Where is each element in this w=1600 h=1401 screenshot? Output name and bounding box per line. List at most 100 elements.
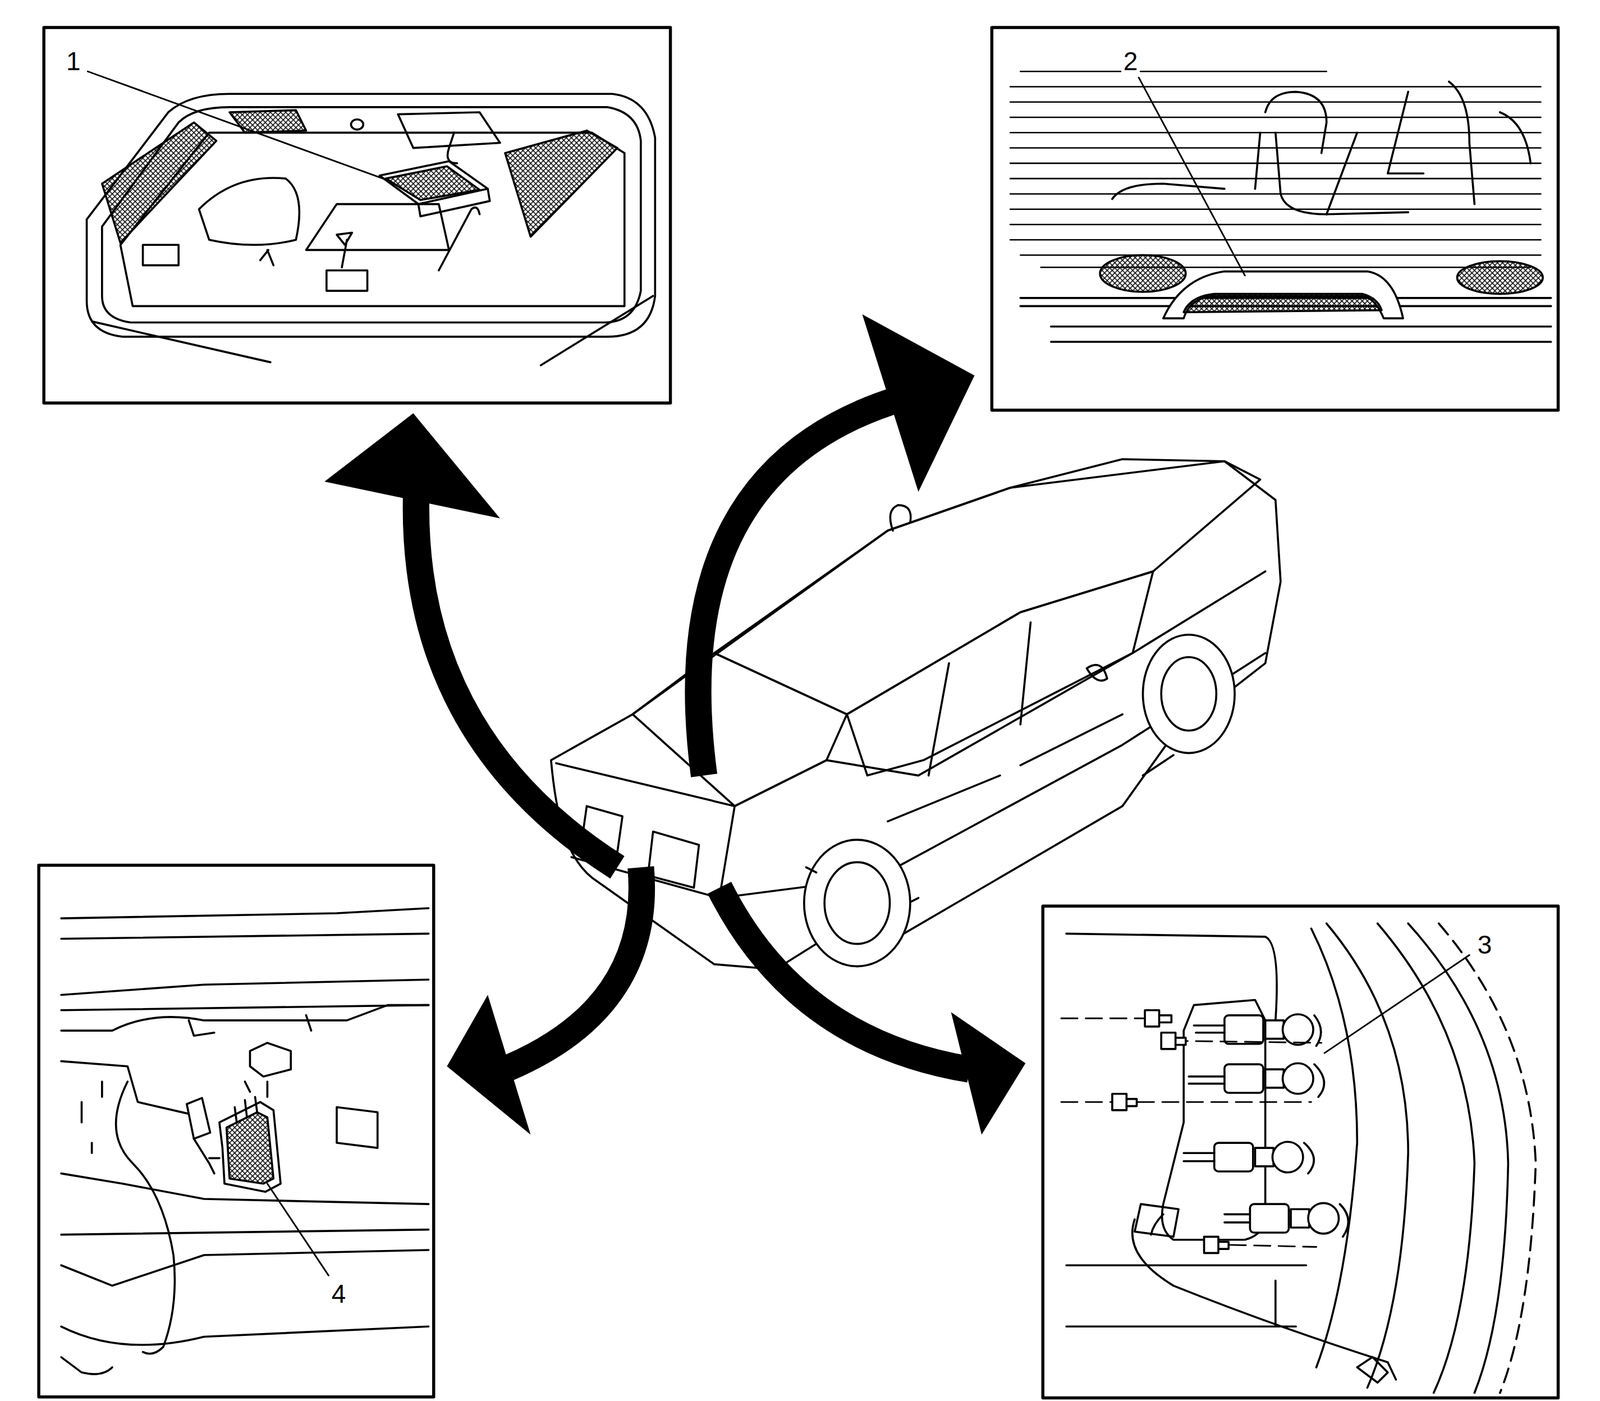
tail-lamp-assembly <box>1265 1069 1285 1088</box>
trunk-lid-area <box>61 908 429 1374</box>
tail-lamp-assembly <box>1310 928 1357 1368</box>
vehicle-drawing <box>928 622 1031 776</box>
vehicle-drawing <box>877 754 1174 919</box>
overhead-console <box>305 204 449 251</box>
leader-line <box>1138 77 1245 276</box>
trunk-lid-area <box>61 1356 113 1374</box>
tail-lamp-assembly <box>1204 1236 1230 1253</box>
overhead-console <box>397 112 501 149</box>
tail-lamp-assembly <box>1229 1244 1317 1248</box>
arrow-heads <box>951 1011 1026 1135</box>
tail-lamp-assembly <box>1282 1062 1314 1094</box>
tail-lamp-assembly <box>1112 1010 1229 1254</box>
callout-number: 1 <box>63 47 84 76</box>
vehicle-drawing <box>648 831 700 888</box>
vehicle-drawing <box>734 571 1265 806</box>
trunk-lid-area <box>234 1096 258 1122</box>
callout-number: 3 <box>1475 930 1495 959</box>
leader-line <box>1138 77 1245 276</box>
trunk-lid-area <box>244 1081 268 1097</box>
tail-lamp-assembly <box>1326 923 1409 1388</box>
tail-lamp-assembly <box>1161 1032 1186 1049</box>
callout-number: 2 <box>1121 47 1141 76</box>
overhead-console <box>102 122 217 244</box>
vehicle-drawing <box>1142 634 1235 754</box>
rear-window-and-shelf <box>1163 271 1404 319</box>
tail-lamp-assembly <box>1061 1017 1145 1020</box>
rear-window-and-shelf <box>1183 294 1382 313</box>
overhead-console <box>447 132 458 164</box>
arrow-heads <box>862 314 975 492</box>
leader-line <box>87 71 386 180</box>
tail-lamp-assembly <box>1214 1014 1340 1234</box>
trunk-lid-area <box>188 1015 311 1036</box>
overhead-console <box>336 232 352 268</box>
tail-lamp-assembly <box>1183 1025 1250 1223</box>
trunk-lid-area <box>219 1101 281 1192</box>
tail-lamp-assembly <box>1224 1064 1264 1093</box>
tail-lamp-assembly <box>1408 923 1508 1393</box>
trunk-lid-area <box>116 1081 176 1354</box>
tail-lamp-assembly <box>1282 1014 1314 1045</box>
tail-lamp-assembly <box>1137 1101 1311 1103</box>
vehicle-drawing <box>632 652 847 806</box>
trunk-lid-area <box>61 1229 429 1286</box>
tail-lamp-assembly <box>1112 1093 1138 1111</box>
inset-frame <box>991 27 1558 411</box>
tail-lamp-assembly <box>1061 1101 1113 1103</box>
inset-frame <box>38 865 434 1397</box>
tail-lamp-assembly <box>1061 1018 1322 1247</box>
inset-frame <box>1042 905 1558 1398</box>
arrow-heads <box>324 413 501 518</box>
rear-window-and-shelf <box>1010 71 1541 268</box>
callout-number: 4 <box>329 1279 349 1308</box>
vehicle-drawing <box>551 459 1281 970</box>
direction-arrows <box>719 887 970 1070</box>
vehicle-drawing <box>824 862 890 944</box>
trunk-lid-area <box>61 1326 429 1345</box>
tail-lamp-assembly <box>1438 923 1537 1393</box>
tail-lamp-assembly <box>1171 1040 1322 1043</box>
overhead-console <box>92 295 654 366</box>
trunk-lid-area <box>193 1138 214 1174</box>
trunk-lid-area <box>226 1112 274 1184</box>
leader-line <box>1324 955 1470 1054</box>
tail-lamp-assembly <box>1066 1264 1306 1327</box>
rear-window-and-shelf <box>1099 254 1186 292</box>
overhead-console <box>438 207 480 271</box>
overhead-console <box>86 93 656 337</box>
tail-lamp-assembly <box>1162 1000 1266 1240</box>
vehicle-drawing <box>846 571 1153 776</box>
tail-lamp-assembly <box>1254 1147 1274 1167</box>
trunk-lid-area <box>249 1042 291 1077</box>
direction-arrows <box>415 489 618 868</box>
overhead-console <box>505 130 618 237</box>
leader-line <box>267 1183 329 1276</box>
overhead-console <box>229 109 306 133</box>
inset-frame <box>1042 905 1558 1398</box>
trunk-lid-area <box>81 1081 102 1153</box>
rear-window-and-shelf <box>1112 81 1531 214</box>
arrow-heads <box>446 994 531 1135</box>
vehicle-drawing <box>804 839 911 966</box>
tail-lamp-assembly <box>1134 1203 1179 1237</box>
rear-window-and-shelf <box>1010 71 1552 342</box>
overhead-console <box>143 244 180 265</box>
vehicle-drawing <box>890 505 911 531</box>
trunk-lid-area <box>209 1157 220 1160</box>
direction-arrows <box>500 867 643 1072</box>
trunk-lid-area <box>186 1097 211 1139</box>
trunk-lid-area <box>61 1005 429 1031</box>
tail-lamp-assembly <box>1249 1203 1289 1233</box>
leader-line <box>267 1183 329 1276</box>
inset-frame <box>991 27 1558 411</box>
leader-line <box>87 71 386 180</box>
tail-lamp-assembly <box>1304 1015 1349 1237</box>
overhead-console <box>86 93 656 366</box>
rear-window-and-shelf <box>1456 260 1543 294</box>
overhead-console <box>379 161 488 204</box>
tail-lamp-assembly <box>1214 1142 1254 1172</box>
vehicle-drawing <box>1161 657 1217 731</box>
